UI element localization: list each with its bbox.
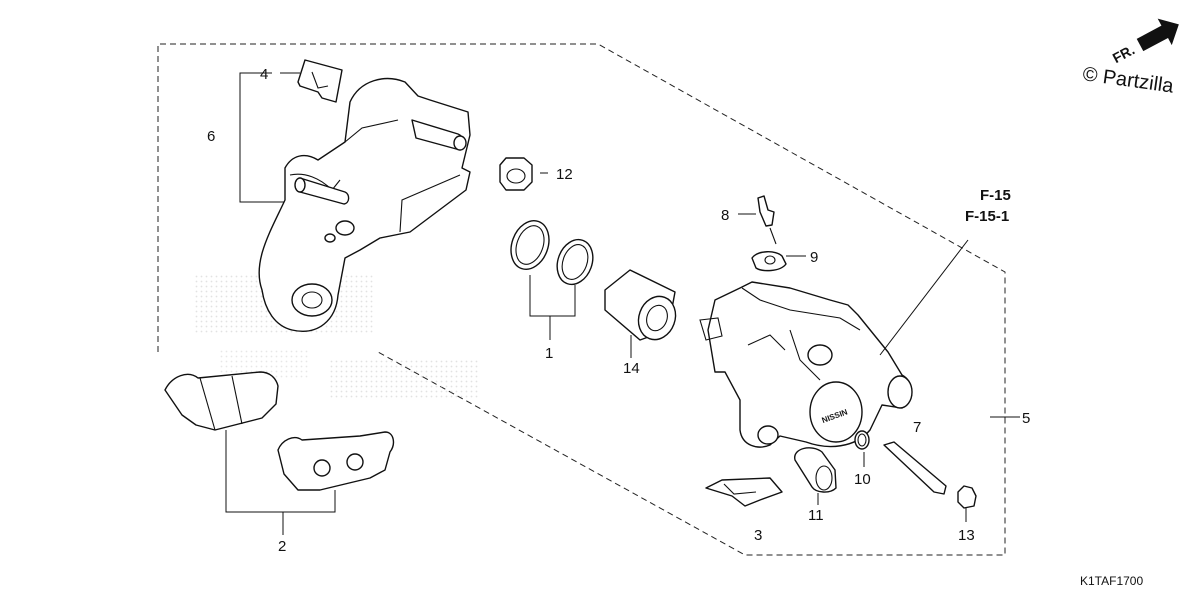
callout-11: 11 bbox=[808, 507, 824, 524]
callout-6: 6 bbox=[207, 128, 215, 145]
callout-9: 9 bbox=[810, 249, 818, 266]
arrow-icon bbox=[1136, 18, 1179, 52]
callout-3: 3 bbox=[754, 527, 762, 544]
callout-labels: 4 6 12 1 14 8 9 7 5 10 11 13 3 2 bbox=[207, 66, 1030, 555]
callout-8: 8 bbox=[721, 207, 729, 224]
callout-2: 2 bbox=[278, 538, 286, 555]
callout-5: 5 bbox=[1022, 410, 1030, 427]
o-ring-part[interactable] bbox=[854, 430, 870, 450]
cap-part[interactable] bbox=[499, 157, 533, 191]
callout-1: 1 bbox=[545, 345, 553, 362]
direction-indicator: FR. bbox=[1110, 18, 1179, 66]
bleeder-screw-part[interactable] bbox=[757, 195, 777, 245]
direction-label: FR. bbox=[1110, 41, 1137, 66]
callout-4: 4 bbox=[260, 66, 268, 83]
watermark: © Partzilla bbox=[1081, 63, 1175, 98]
callout-7: 7 bbox=[913, 419, 921, 436]
bracket-clip-part[interactable] bbox=[297, 59, 343, 103]
leader-lines bbox=[225, 72, 1020, 535]
callout-12: 12 bbox=[556, 166, 573, 183]
reference-leader bbox=[879, 239, 969, 356]
assembly-outline bbox=[157, 43, 1006, 556]
diagram-code: K1TAF1700 bbox=[1080, 574, 1143, 588]
brake-pad-part[interactable] bbox=[164, 371, 395, 491]
callout-13: 13 bbox=[958, 527, 975, 544]
callout-10: 10 bbox=[854, 471, 871, 488]
piston-part[interactable] bbox=[604, 269, 681, 345]
bleeder-cap-part[interactable] bbox=[751, 251, 787, 272]
reference-f15-1: F-15-1 bbox=[965, 208, 1009, 225]
pin-boot-part[interactable] bbox=[794, 447, 837, 493]
caliper-body-part[interactable]: NISSIN bbox=[699, 281, 913, 448]
caliper-bracket-part[interactable] bbox=[258, 78, 471, 332]
pad-spring-part[interactable] bbox=[705, 477, 783, 507]
reference-f15: F-15 bbox=[980, 187, 1011, 204]
reference-labels: F-15 F-15-1 bbox=[965, 187, 1011, 225]
callout-14: 14 bbox=[623, 360, 640, 377]
piston-seal-part[interactable] bbox=[505, 215, 599, 289]
bolt-cap-part[interactable] bbox=[883, 441, 977, 509]
